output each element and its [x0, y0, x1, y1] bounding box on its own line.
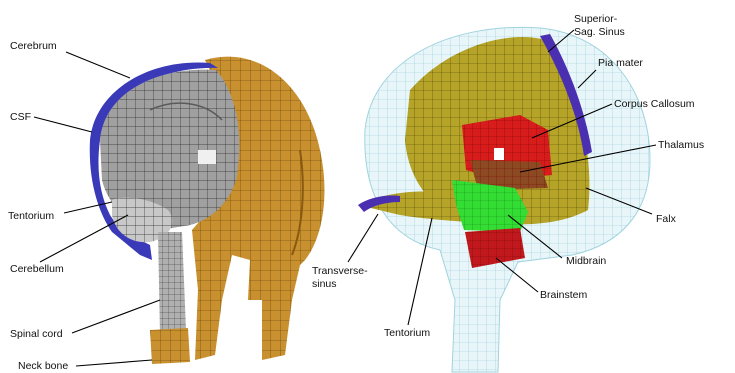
label-superior-sag-sinus-line1: Superior- — [574, 13, 618, 25]
label-transverse-sinus-line2: sinus — [312, 278, 337, 290]
spinal-cord — [158, 232, 186, 335]
leader-cerebellum — [40, 215, 128, 262]
leader-csf — [34, 117, 92, 132]
label-cerebrum: Cerebrum — [10, 40, 57, 52]
label-neck-bone: Neck bone — [18, 360, 68, 372]
label-cerebellum: Cerebellum — [10, 263, 64, 275]
leader-cerebrum — [66, 52, 130, 78]
label-midbrain: Midbrain — [566, 255, 606, 267]
neck-bone — [150, 328, 190, 364]
label-pia-mater: Pia mater — [598, 57, 643, 69]
leader-spinal-cord — [72, 300, 160, 333]
label-thalamus: Thalamus — [658, 139, 704, 151]
label-brainstem: Brainstem — [540, 289, 588, 301]
label-tentorium-right: Tentorium — [384, 327, 430, 339]
leader-neck-bone — [76, 360, 152, 366]
label-csf: CSF — [10, 111, 31, 123]
right-head-model: Superior- Sag. Sinus Pia mater Corpus Ca… — [312, 13, 704, 372]
label-tentorium-left: Tentorium — [8, 210, 54, 222]
label-corpus-callosum: Corpus Callosum — [614, 98, 695, 110]
left-head-model: Cerebrum CSF Tentorium Cerebellum Spinal… — [8, 40, 324, 372]
label-transverse-sinus-line1: Transverse- — [312, 265, 368, 277]
label-superior-sag-sinus-line2: Sag. Sinus — [574, 26, 625, 38]
label-falx: Falx — [656, 213, 677, 225]
label-spinal-cord: Spinal cord — [10, 328, 63, 340]
leader-transverse-sinus — [348, 214, 378, 262]
